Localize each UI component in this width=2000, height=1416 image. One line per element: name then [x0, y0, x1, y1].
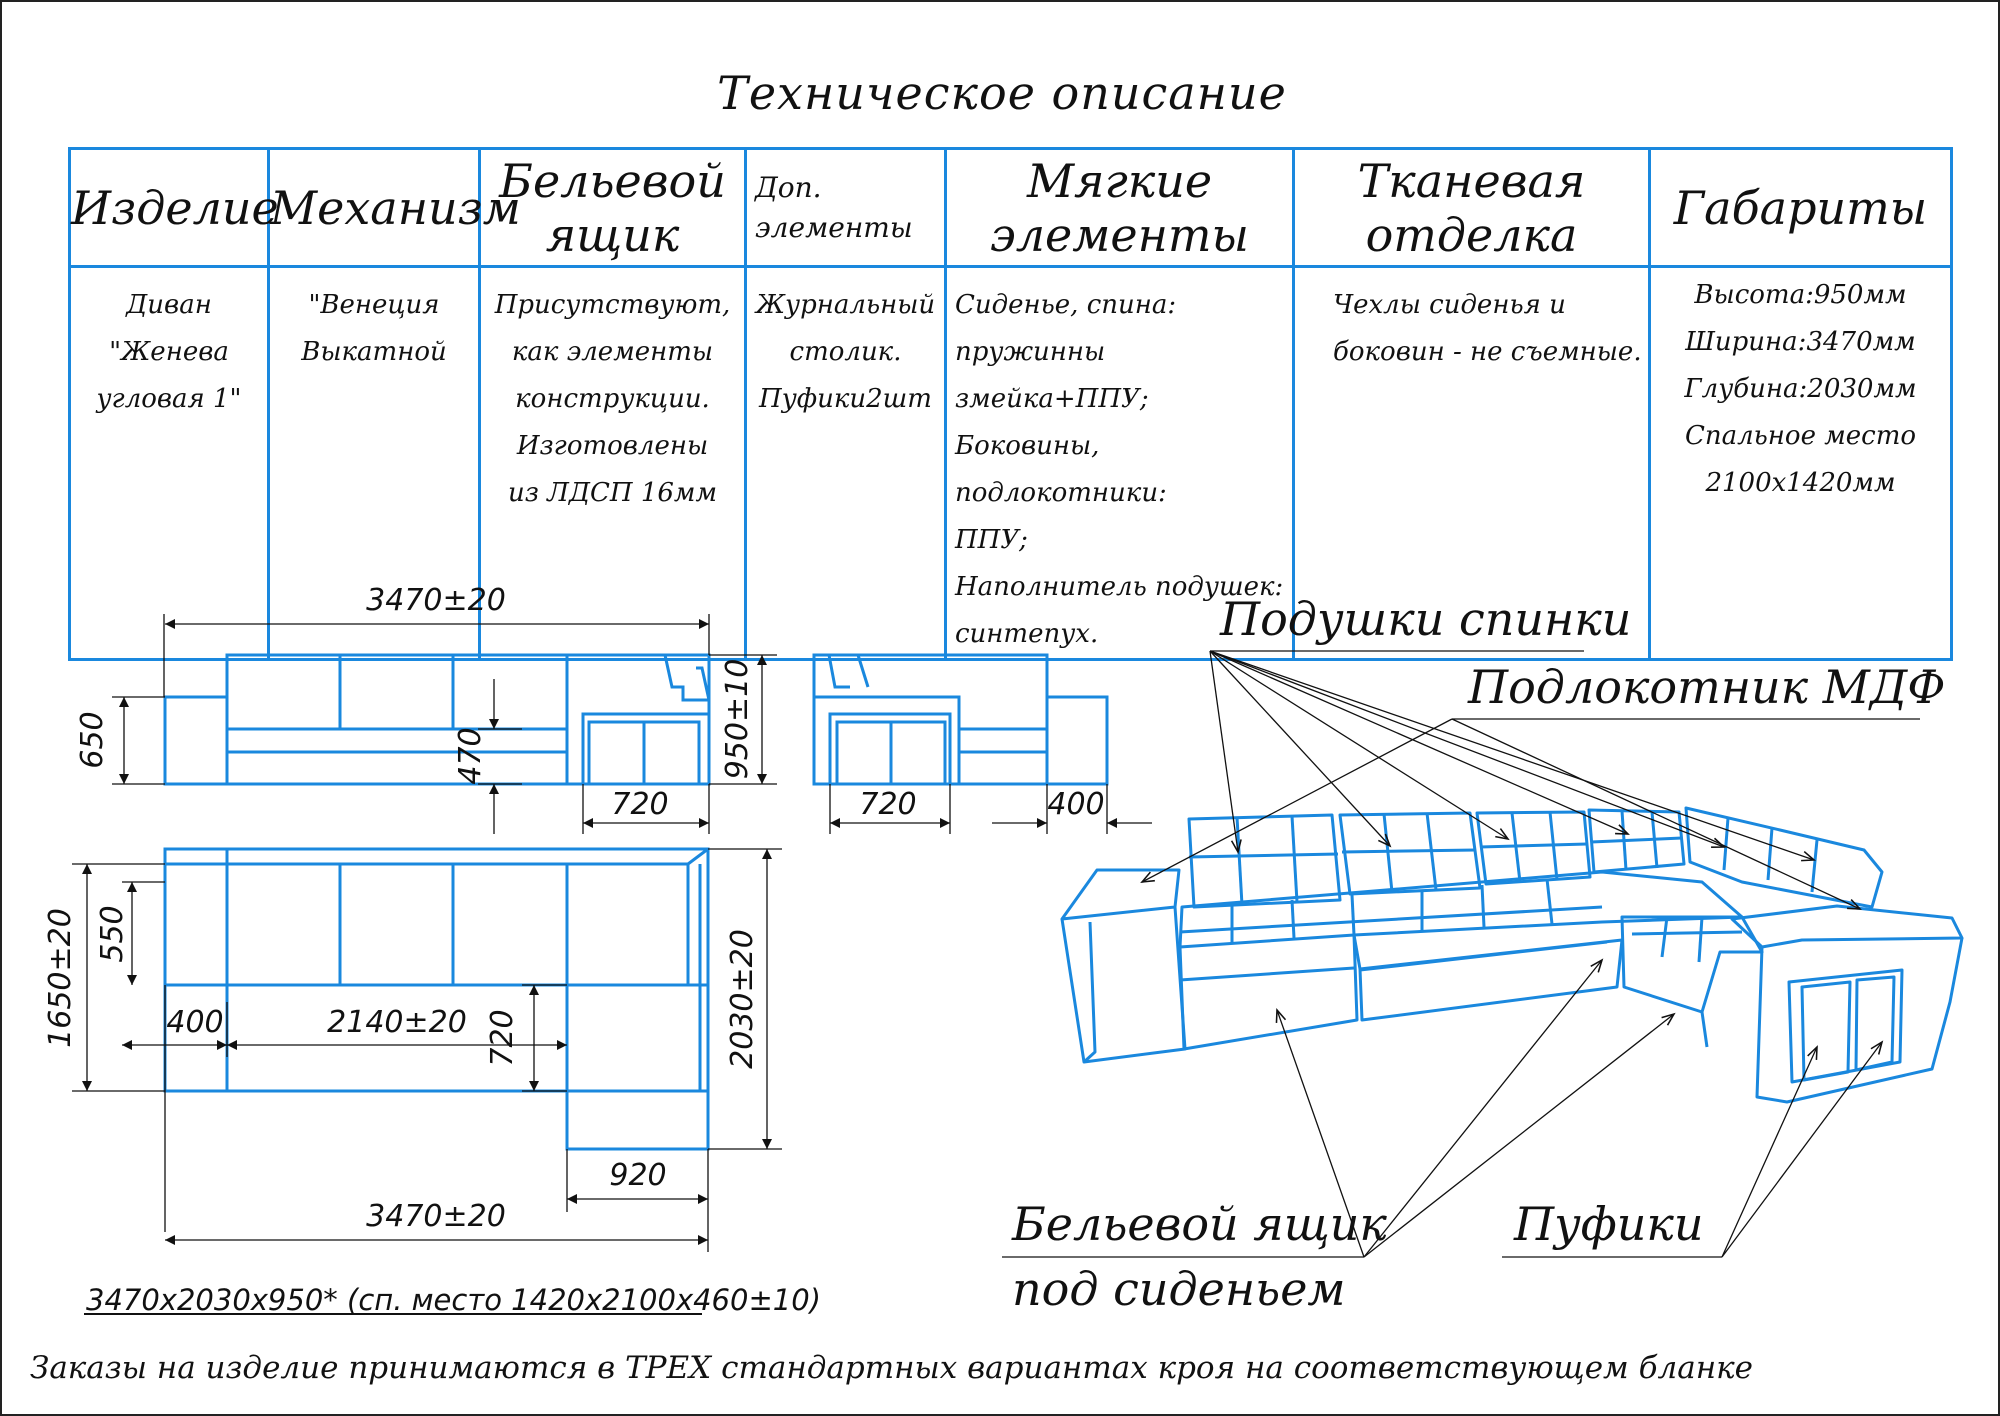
header-mechanism: Механизм — [267, 147, 521, 268]
side-pouf — [1045, 695, 1109, 786]
iso-seat-top — [1178, 870, 1744, 949]
iso-back-cushion-1 — [1187, 813, 1342, 909]
pouf-width-label: 400 — [1047, 787, 1104, 822]
cell-mechanism: "Венеция Выкатной — [267, 265, 481, 661]
iso-back-cushion-5 — [1684, 806, 1884, 909]
callout-storage-box-line1: Бельевой ящик — [1011, 1197, 1387, 1251]
iso-back-cushion-2 — [1338, 811, 1482, 896]
front-left-armrest — [163, 695, 229, 786]
iso-pouf-1 — [1800, 980, 1852, 1082]
cell-soft-elements: Сиденье, спина: пружинны змейка+ППУ; Бок… — [944, 265, 1295, 661]
spec-table: Изделие Механизм Бельевой ящик Доп. элем… — [68, 147, 1953, 661]
front-view — [163, 653, 711, 786]
front-dimensions — [112, 614, 777, 834]
callout-leaders — [1002, 650, 1920, 1258]
header-extra-elements: Доп. элементы — [744, 147, 947, 268]
header-soft-elements: Мягкие элементы — [944, 147, 1295, 268]
front-sofa-body — [225, 653, 569, 786]
iso-pouf-frame — [1787, 968, 1904, 1084]
cell-extra-elements: Журнальный столик. Пуфики2шт — [744, 265, 947, 661]
cell-storage-box: Присутствуют, как элементы конструкции. … — [478, 265, 747, 661]
iso-pouf-2 — [1854, 975, 1896, 1072]
seat-height-label: 470 — [453, 727, 488, 784]
plan-view — [163, 847, 710, 1151]
plan-chaise — [565, 983, 710, 1151]
side-dimensions — [829, 784, 1152, 834]
plan-armrest-label: 400 — [166, 1005, 223, 1040]
plan-outline-main — [163, 847, 710, 1093]
front-width-label: 3470±20 — [366, 583, 506, 618]
back-height-label: 650 — [75, 711, 110, 768]
table-header-row: Изделие Механизм Бельевой ящик Доп. элем… — [68, 147, 1953, 268]
callout-storage-box-line2: под сиденьем — [1012, 1262, 1346, 1316]
side-box-width-label: 720 — [859, 787, 916, 822]
plan-left-depth-label: 1650±20 — [43, 908, 78, 1048]
plan-dimensions — [72, 848, 782, 1252]
iso-front-box-face — [1358, 938, 1624, 1022]
side-view — [812, 653, 1109, 786]
plan-chaise-box-label: 720 — [485, 1009, 520, 1066]
cell-fabric-finish: Чехлы сиденья и боковин - не съемные. — [1292, 265, 1651, 661]
cell-dimensions: Высота:950мм Ширина:3470мм Глубина:2030м… — [1648, 265, 1953, 661]
callout-back-cushions: Подушки спинки — [1219, 592, 1631, 646]
front-box-width-label: 720 — [611, 787, 668, 822]
header-fabric-finish: Тканевая отделка — [1292, 147, 1651, 268]
plan-back-depth-label: 550 — [95, 905, 130, 962]
plan-chaise-width-label: 920 — [609, 1158, 666, 1193]
iso-left-armrest-top — [1060, 868, 1181, 921]
iso-back-cushion-3 — [1475, 810, 1592, 886]
sheet-title: Техническое описание — [717, 66, 1287, 120]
plan-seat-label: 2140±20 — [327, 1005, 467, 1040]
plan-total-width-label: 3470±20 — [366, 1199, 506, 1234]
callout-armrest: Подлокотник МДФ — [1467, 660, 1945, 714]
callout-poufs: Пуфики — [1513, 1197, 1704, 1251]
header-product: Изделие — [68, 147, 279, 268]
iso-right-armrest-top — [1730, 904, 1964, 949]
total-height-label: 950±10 — [720, 659, 755, 780]
header-storage-box: Бельевой ящик — [478, 147, 747, 268]
header-dimensions: Габариты — [1648, 147, 1953, 268]
isometric-sofa — [1060, 806, 1964, 1104]
footer-note: Заказы на изделие принимаются в ТРЕХ ста… — [30, 1350, 1754, 1386]
side-body — [812, 653, 1049, 786]
cell-product: Диван "Женева угловая 1" — [68, 265, 270, 661]
plan-total-depth-label: 2030±20 — [725, 929, 760, 1069]
table-row: Диван "Женева угловая 1" "Венеция Выкатн… — [68, 265, 1953, 661]
summary-dimensions: 3470х2030х950* (сп. место 1420х2100х460±… — [86, 1283, 821, 1317]
